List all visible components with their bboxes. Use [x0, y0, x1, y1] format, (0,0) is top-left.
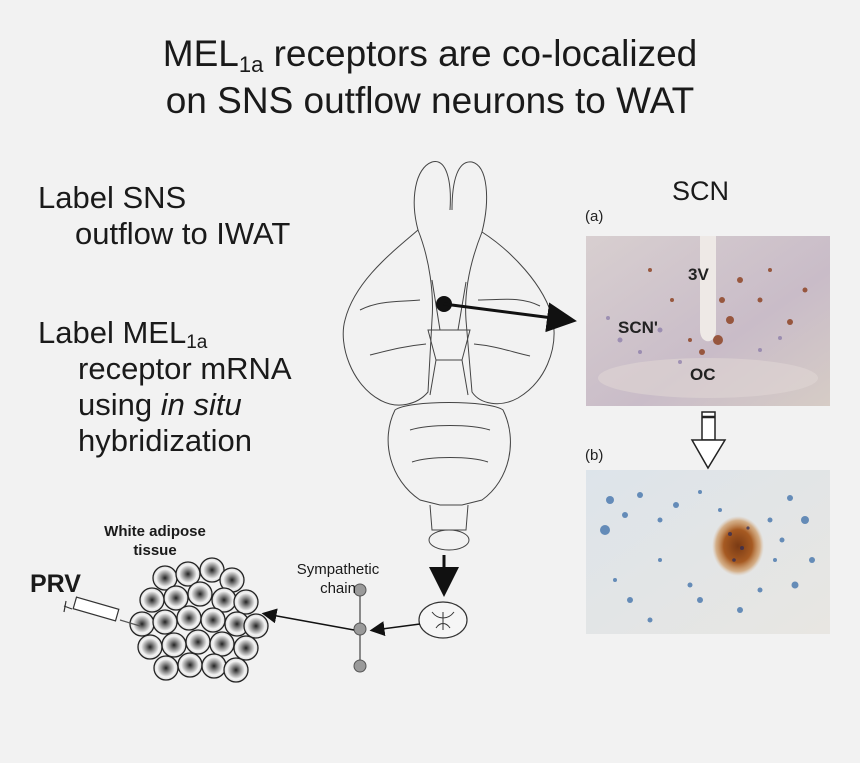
title-line-2: on SNS outflow neurons to WAT	[165, 80, 695, 121]
figure-title: MEL1a receptors are co-localized on SNS …	[0, 30, 860, 124]
scn-heading: SCN	[672, 176, 730, 206]
label-3v: 3V	[688, 265, 709, 284]
micrograph-a	[586, 236, 830, 406]
syringe-icon	[63, 596, 141, 627]
spinal-cord-section	[418, 601, 468, 639]
label-oc: OC	[690, 365, 716, 384]
title-line-1: MEL1a receptors are co-localized	[162, 33, 698, 77]
label-scn: SCN'	[618, 318, 658, 337]
panel-b-label: (b)	[585, 447, 604, 464]
zoom-arrow-icon	[690, 411, 727, 470]
white-adipose-cells	[129, 557, 269, 683]
step-label-mel1a: Label MEL1a receptor mRNA using in situ …	[38, 315, 292, 458]
step-label-sns: Label SNS outflow to IWAT	[38, 180, 291, 251]
micrograph-b	[586, 470, 830, 634]
wat-label: White adipose tissue	[104, 523, 206, 559]
sympathetic-chain	[353, 583, 367, 673]
brain-outline-drawing	[342, 161, 555, 551]
prv-label: PRV	[30, 570, 81, 598]
arrow-to-chain	[369, 621, 421, 637]
sympathetic-chain-label: Sympathetic chain	[296, 561, 380, 597]
arrow-to-wat	[261, 608, 355, 631]
arrow-to-scn	[443, 302, 577, 333]
panel-a-label: (a)	[585, 208, 604, 225]
